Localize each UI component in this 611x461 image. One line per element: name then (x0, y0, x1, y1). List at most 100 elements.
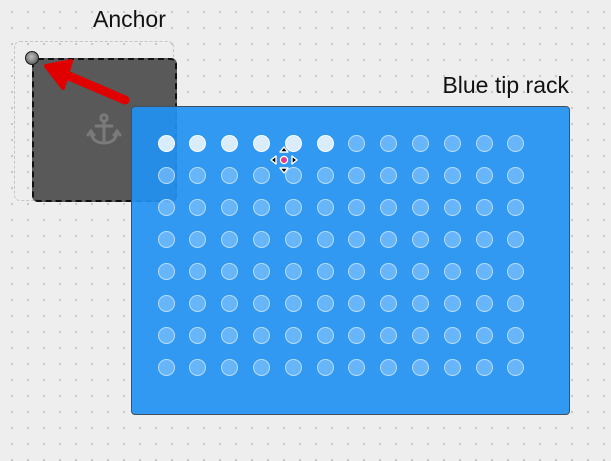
tip-well[interactable] (507, 230, 525, 248)
tip-well[interactable] (475, 166, 493, 184)
tip-well[interactable] (475, 134, 493, 152)
tip-well[interactable] (284, 166, 302, 184)
tip-well[interactable] (157, 326, 175, 344)
tip-well[interactable] (316, 326, 334, 344)
tip-well[interactable] (380, 134, 398, 152)
tip-well[interactable] (157, 262, 175, 280)
tip-well[interactable] (221, 262, 239, 280)
tip-well[interactable] (221, 230, 239, 248)
tip-well[interactable] (284, 326, 302, 344)
tip-well[interactable] (252, 230, 270, 248)
tip-well[interactable] (443, 230, 461, 248)
tip-well[interactable] (316, 198, 334, 216)
tip-well[interactable] (475, 198, 493, 216)
tip-well[interactable] (443, 166, 461, 184)
tip-well[interactable] (189, 326, 207, 344)
tip-well[interactable] (157, 166, 175, 184)
tip-well[interactable] (507, 166, 525, 184)
tip-well[interactable] (380, 230, 398, 248)
tip-well[interactable] (348, 230, 366, 248)
tip-well[interactable] (284, 358, 302, 376)
tip-well[interactable] (284, 134, 302, 152)
blue-tip-rack[interactable] (131, 106, 570, 415)
tip-well[interactable] (252, 294, 270, 312)
tip-well[interactable] (316, 262, 334, 280)
tip-well[interactable] (189, 358, 207, 376)
tip-well[interactable] (443, 358, 461, 376)
tip-well[interactable] (380, 166, 398, 184)
tip-well[interactable] (411, 326, 429, 344)
tip-well[interactable] (348, 294, 366, 312)
tip-well[interactable] (252, 198, 270, 216)
tip-well[interactable] (221, 166, 239, 184)
tip-well[interactable] (443, 326, 461, 344)
tip-well[interactable] (284, 262, 302, 280)
tip-well[interactable] (443, 294, 461, 312)
tip-well[interactable] (221, 134, 239, 152)
tip-well[interactable] (221, 198, 239, 216)
tip-well[interactable] (348, 166, 366, 184)
tip-well[interactable] (475, 230, 493, 248)
tip-well[interactable] (348, 358, 366, 376)
tip-well[interactable] (411, 294, 429, 312)
tip-well[interactable] (252, 358, 270, 376)
tip-rack-label: Blue tip rack (442, 72, 569, 98)
tip-well[interactable] (316, 358, 334, 376)
tip-well[interactable] (316, 294, 334, 312)
tip-well[interactable] (443, 134, 461, 152)
tip-well[interactable] (221, 326, 239, 344)
tip-well[interactable] (411, 262, 429, 280)
tip-well[interactable] (189, 262, 207, 280)
tip-well[interactable] (157, 134, 175, 152)
tip-well[interactable] (221, 358, 239, 376)
tip-well[interactable] (380, 198, 398, 216)
tip-well[interactable] (284, 198, 302, 216)
tip-well[interactable] (157, 198, 175, 216)
tip-well[interactable] (411, 166, 429, 184)
tip-well[interactable] (475, 262, 493, 280)
tip-well[interactable] (348, 262, 366, 280)
tip-well[interactable] (507, 358, 525, 376)
tip-well[interactable] (284, 294, 302, 312)
tip-well[interactable] (252, 262, 270, 280)
tip-well[interactable] (221, 294, 239, 312)
tip-well[interactable] (157, 230, 175, 248)
tip-well[interactable] (252, 166, 270, 184)
tip-well[interactable] (348, 326, 366, 344)
tip-well[interactable] (443, 198, 461, 216)
tip-well[interactable] (316, 166, 334, 184)
tip-well[interactable] (189, 294, 207, 312)
tip-well[interactable] (348, 198, 366, 216)
tip-well[interactable] (189, 134, 207, 152)
tip-well[interactable] (380, 294, 398, 312)
tip-well[interactable] (284, 230, 302, 248)
tip-well[interactable] (507, 326, 525, 344)
tip-well[interactable] (411, 198, 429, 216)
tip-well[interactable] (411, 134, 429, 152)
tip-well[interactable] (189, 230, 207, 248)
anchor-point-handle[interactable] (25, 51, 39, 65)
tip-well[interactable] (507, 294, 525, 312)
tip-well[interactable] (157, 294, 175, 312)
tip-well[interactable] (189, 166, 207, 184)
tip-well[interactable] (507, 198, 525, 216)
tip-well[interactable] (252, 326, 270, 344)
tip-well[interactable] (507, 134, 525, 152)
tip-well[interactable] (316, 230, 334, 248)
tip-well[interactable] (380, 326, 398, 344)
tip-well[interactable] (507, 262, 525, 280)
tip-well[interactable] (411, 358, 429, 376)
tip-well[interactable] (252, 134, 270, 152)
tip-well[interactable] (157, 358, 175, 376)
anchor-icon (86, 113, 122, 145)
tip-well[interactable] (411, 230, 429, 248)
tip-well[interactable] (316, 134, 334, 152)
tip-well[interactable] (380, 358, 398, 376)
tip-well[interactable] (443, 262, 461, 280)
tip-well[interactable] (189, 198, 207, 216)
tip-well[interactable] (475, 358, 493, 376)
tip-well[interactable] (348, 134, 366, 152)
tip-well[interactable] (380, 262, 398, 280)
tip-well[interactable] (475, 326, 493, 344)
tip-well[interactable] (475, 294, 493, 312)
